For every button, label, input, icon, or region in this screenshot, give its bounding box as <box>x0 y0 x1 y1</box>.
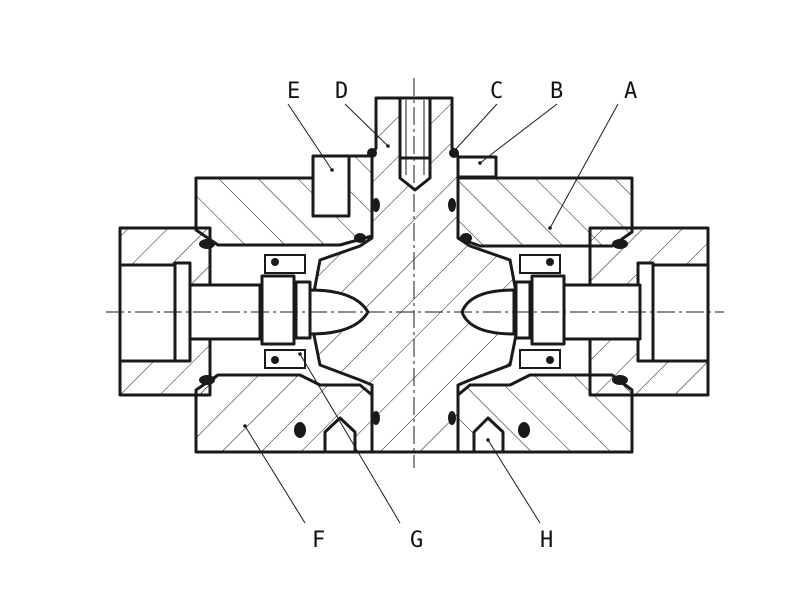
right-end-port <box>558 226 710 397</box>
o-rings <box>199 148 628 438</box>
part-b-bar <box>456 155 498 179</box>
label-b: B <box>550 79 563 104</box>
body-upper-right <box>456 176 634 248</box>
part-g-block <box>323 416 357 454</box>
label-d: D <box>335 79 348 104</box>
label-e: E <box>287 79 300 104</box>
label-g: G <box>410 528 423 553</box>
label-a: A <box>624 79 637 104</box>
left-seal-details <box>264 254 306 369</box>
label-f: F <box>312 528 325 553</box>
right-poppet <box>460 274 566 346</box>
part-e-block <box>311 154 351 218</box>
leader-lines <box>243 103 619 524</box>
right-seal-details <box>519 254 561 369</box>
left-end-port <box>118 226 262 397</box>
central-stem <box>312 96 518 454</box>
part-h-block <box>472 416 505 454</box>
label-c: C <box>490 79 503 104</box>
label-h: H <box>540 528 553 553</box>
